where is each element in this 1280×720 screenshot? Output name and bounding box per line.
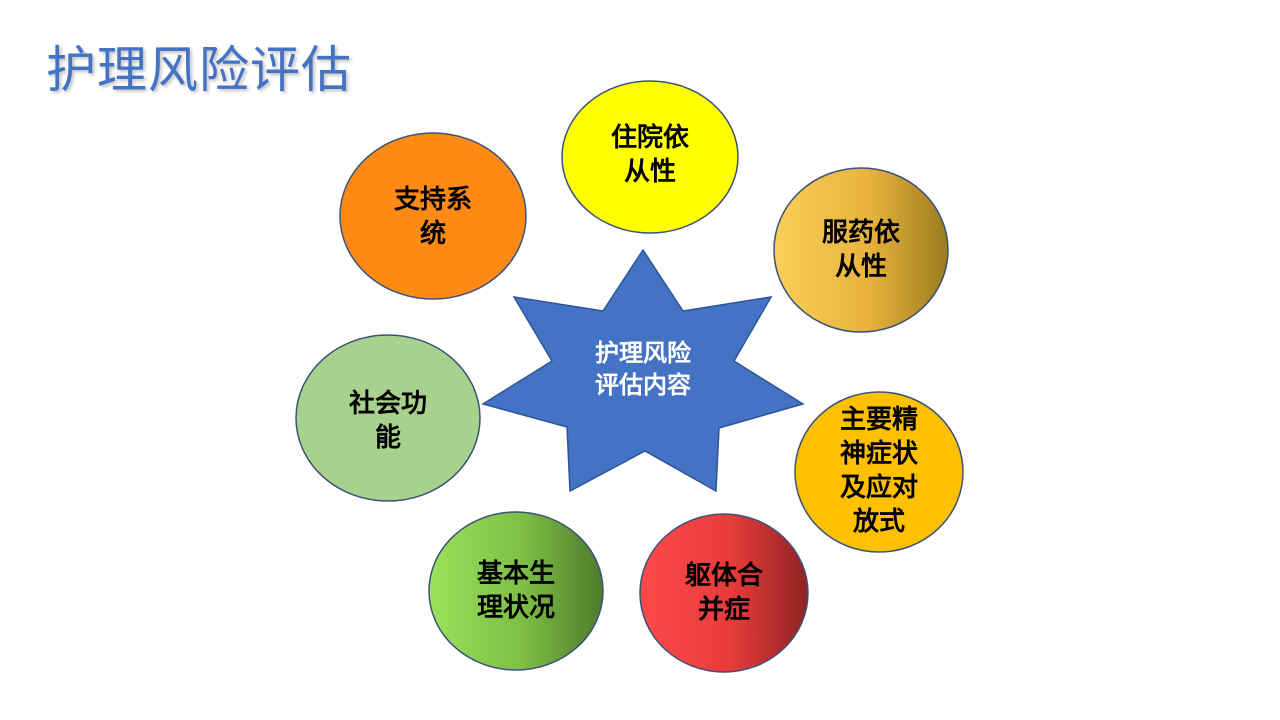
node-medication-compliance-line1: 服药依 xyxy=(822,218,901,248)
node-psychiatric-symptoms: 主要精 神症状 及应对 放式 xyxy=(794,391,964,553)
node-social-function: 社会功 能 xyxy=(295,334,481,502)
node-psychiatric-symptoms-circle xyxy=(794,391,964,553)
node-physical-comorbidity-line1: 躯体合 xyxy=(684,560,764,591)
node-basic-physiology: 基本生 理状况 xyxy=(428,511,604,671)
node-physical-comorbidity-line2: 并症 xyxy=(698,594,750,625)
node-support-system-line1: 支持系 xyxy=(394,185,472,215)
node-support-system: 支持系 统 xyxy=(339,132,527,300)
node-social-function-line2: 能 xyxy=(375,422,401,453)
node-psychiatric-symptoms-line3: 及应对 xyxy=(840,472,918,503)
node-medication-compliance-circle xyxy=(773,167,949,333)
node-basic-physiology-line2: 理状况 xyxy=(477,593,555,623)
center-star: 护理风险 评估内容 xyxy=(481,248,805,493)
node-basic-physiology-line1: 基本生 xyxy=(477,559,555,589)
node-social-function-line1: 社会功 xyxy=(349,388,427,419)
node-support-system-line2: 统 xyxy=(420,218,446,249)
node-support-system-circle xyxy=(339,132,527,300)
page-title: 护理风险评估 xyxy=(46,41,352,99)
node-medication-compliance: 服药依 从性 xyxy=(773,167,949,333)
node-hospital-compliance-line2: 从性 xyxy=(624,157,676,187)
center-star-label-line1: 护理风险 xyxy=(595,339,692,367)
node-hospital-compliance-line1: 住院依 xyxy=(611,122,690,153)
center-star-label-line2: 评估内容 xyxy=(595,371,691,399)
node-physical-comorbidity-circle xyxy=(639,513,809,673)
node-basic-physiology-circle xyxy=(428,511,604,671)
node-psychiatric-symptoms-line1: 主要精 xyxy=(840,405,918,435)
node-medication-compliance-line2: 从性 xyxy=(835,252,887,282)
center-star-shape xyxy=(481,248,805,493)
node-hospital-compliance-circle xyxy=(561,80,739,234)
node-social-function-circle xyxy=(295,334,481,502)
node-hospital-compliance: 住院依 从性 xyxy=(561,80,739,234)
node-physical-comorbidity: 躯体合 并症 xyxy=(639,513,809,673)
node-psychiatric-symptoms-line4: 放式 xyxy=(852,506,905,537)
node-psychiatric-symptoms-line2: 神症状 xyxy=(840,438,919,469)
